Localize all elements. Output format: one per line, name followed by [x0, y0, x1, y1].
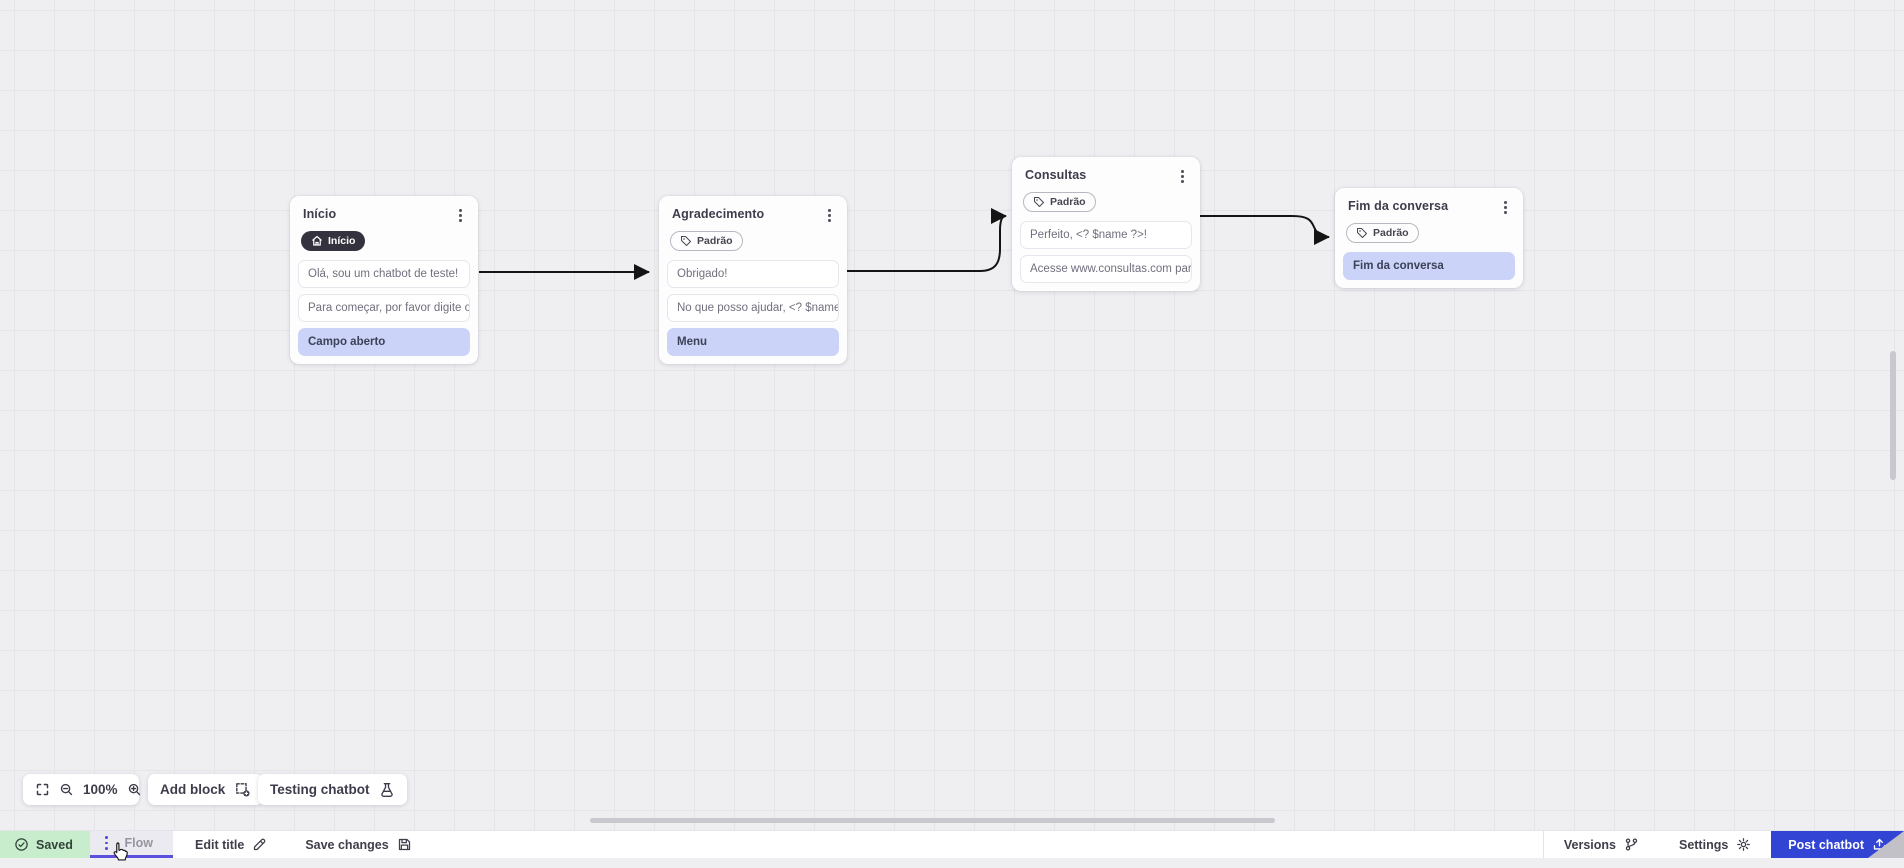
- pencil-icon: [254, 838, 266, 851]
- saved-label: Saved: [36, 837, 73, 852]
- flow-node-agradecimento[interactable]: Agradecimento Padrão Obrigado! No que po…: [659, 196, 847, 365]
- statusbar-divider: [1542, 831, 1544, 858]
- flow-node-inicio[interactable]: Início Início Olá, sou um chatbot de tes…: [290, 196, 478, 365]
- save-changes-label: Save changes: [305, 837, 389, 852]
- post-chatbot-button[interactable]: Post chatbot: [1771, 831, 1904, 858]
- flow-menu-icon[interactable]: [101, 834, 112, 851]
- git-branch-icon: [1625, 838, 1638, 851]
- flow-canvas[interactable]: Início Início Olá, sou um chatbot de tes…: [0, 0, 1904, 830]
- statusbar-spacer: [428, 831, 1543, 858]
- add-block-icon: [236, 783, 250, 797]
- node-badge: Padrão: [1023, 192, 1096, 213]
- action-row[interactable]: Fim da conversa: [1343, 252, 1515, 281]
- horizontal-scrollbar[interactable]: [590, 818, 1275, 823]
- node-menu-icon[interactable]: [1177, 168, 1188, 185]
- tab-flow[interactable]: Flow: [89, 831, 173, 858]
- save-changes-button[interactable]: Save changes: [283, 831, 427, 858]
- zoom-toolbar: 100%: [23, 774, 142, 805]
- zoom-in-icon[interactable]: [127, 782, 142, 797]
- node-badge: Padrão: [1346, 223, 1419, 244]
- zoom-out-icon[interactable]: [59, 782, 74, 797]
- node-menu-icon[interactable]: [455, 207, 466, 224]
- home-icon: [312, 235, 322, 246]
- node-title: Início: [303, 207, 337, 221]
- message-row[interactable]: No que posso ajudar, <? $name ...: [667, 294, 839, 323]
- node-title: Consultas: [1025, 168, 1087, 182]
- save-icon: [398, 838, 410, 851]
- versions-button[interactable]: Versions: [1544, 831, 1659, 858]
- node-menu-icon[interactable]: [1500, 199, 1511, 216]
- node-title: Agradecimento: [672, 207, 765, 221]
- message-row[interactable]: Para começar, por favor digite o ...: [298, 294, 470, 323]
- flask-icon: [380, 782, 393, 797]
- node-menu-icon[interactable]: [824, 207, 835, 224]
- node-badge-label: Padrão: [1050, 196, 1086, 209]
- node-badge-label: Início: [328, 235, 356, 248]
- post-chatbot-label: Post chatbot: [1788, 837, 1864, 852]
- flow-connectors: [479, 208, 1330, 280]
- node-title: Fim da conversa: [1348, 199, 1449, 213]
- zoom-level: 100%: [83, 782, 118, 797]
- message-row[interactable]: Obrigado!: [667, 260, 839, 289]
- tag-icon: [1357, 228, 1367, 239]
- add-block-label: Add block: [160, 782, 226, 797]
- check-circle-icon: [15, 838, 28, 851]
- gear-icon: [1737, 838, 1751, 851]
- settings-label: Settings: [1678, 837, 1729, 852]
- fullscreen-icon[interactable]: [35, 782, 50, 797]
- edit-title-button[interactable]: Edit title: [173, 831, 283, 858]
- action-row[interactable]: Campo aberto: [298, 328, 470, 357]
- testing-chatbot-button[interactable]: Testing chatbot: [258, 774, 407, 805]
- versions-label: Versions: [1563, 837, 1616, 852]
- tag-icon: [1034, 197, 1044, 208]
- tag-icon: [681, 236, 691, 247]
- message-row[interactable]: Olá, sou um chatbot de teste!: [298, 260, 470, 289]
- vertical-scrollbar[interactable]: [1890, 351, 1896, 480]
- node-badge: Padrão: [670, 231, 743, 252]
- flow-tab-label: Flow: [124, 836, 153, 850]
- testing-chatbot-label: Testing chatbot: [270, 782, 370, 797]
- edit-title-label: Edit title: [195, 837, 245, 852]
- saved-status: Saved: [0, 831, 90, 858]
- flow-node-consultas[interactable]: Consultas Padrão Perfeito, <? $name ?>! …: [1012, 157, 1200, 292]
- flow-node-fim[interactable]: Fim da conversa Padrão Fim da conversa: [1335, 188, 1523, 289]
- upload-icon: [1873, 838, 1886, 850]
- node-badge-label: Padrão: [697, 235, 733, 248]
- status-bar: Saved Flow Edit title Save changes Versi…: [0, 830, 1904, 858]
- settings-button[interactable]: Settings: [1659, 831, 1771, 858]
- add-block-button[interactable]: Add block: [148, 774, 264, 805]
- message-row[interactable]: Acesse www.consultas.com par...: [1020, 255, 1192, 284]
- message-row[interactable]: Perfeito, <? $name ?>!: [1020, 221, 1192, 250]
- node-badge: Início: [301, 231, 366, 252]
- node-badge-label: Padrão: [1373, 227, 1409, 240]
- action-row[interactable]: Menu: [667, 328, 839, 357]
